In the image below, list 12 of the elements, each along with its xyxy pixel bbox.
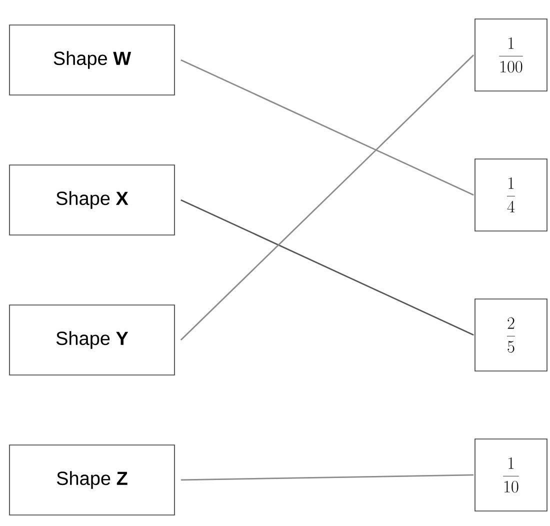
connector-line bbox=[180, 54, 474, 340]
connector-line bbox=[180, 59, 474, 196]
connector-line bbox=[180, 199, 474, 336]
fraction-box: $\frac{1}{10}$ bbox=[474, 438, 548, 512]
fraction-box: $\frac{1}{100}$ bbox=[474, 18, 548, 92]
connector-line bbox=[180, 474, 474, 481]
shape-box: Shape W bbox=[9, 24, 175, 96]
shape-box: Shape Y bbox=[9, 304, 175, 376]
fraction-box: $\frac{1}{4}$ bbox=[474, 158, 548, 232]
fraction-box: $\frac{2}{5}$ bbox=[474, 298, 548, 372]
shape-box: Shape Z bbox=[9, 444, 175, 516]
shape-box: Shape X bbox=[9, 164, 175, 236]
